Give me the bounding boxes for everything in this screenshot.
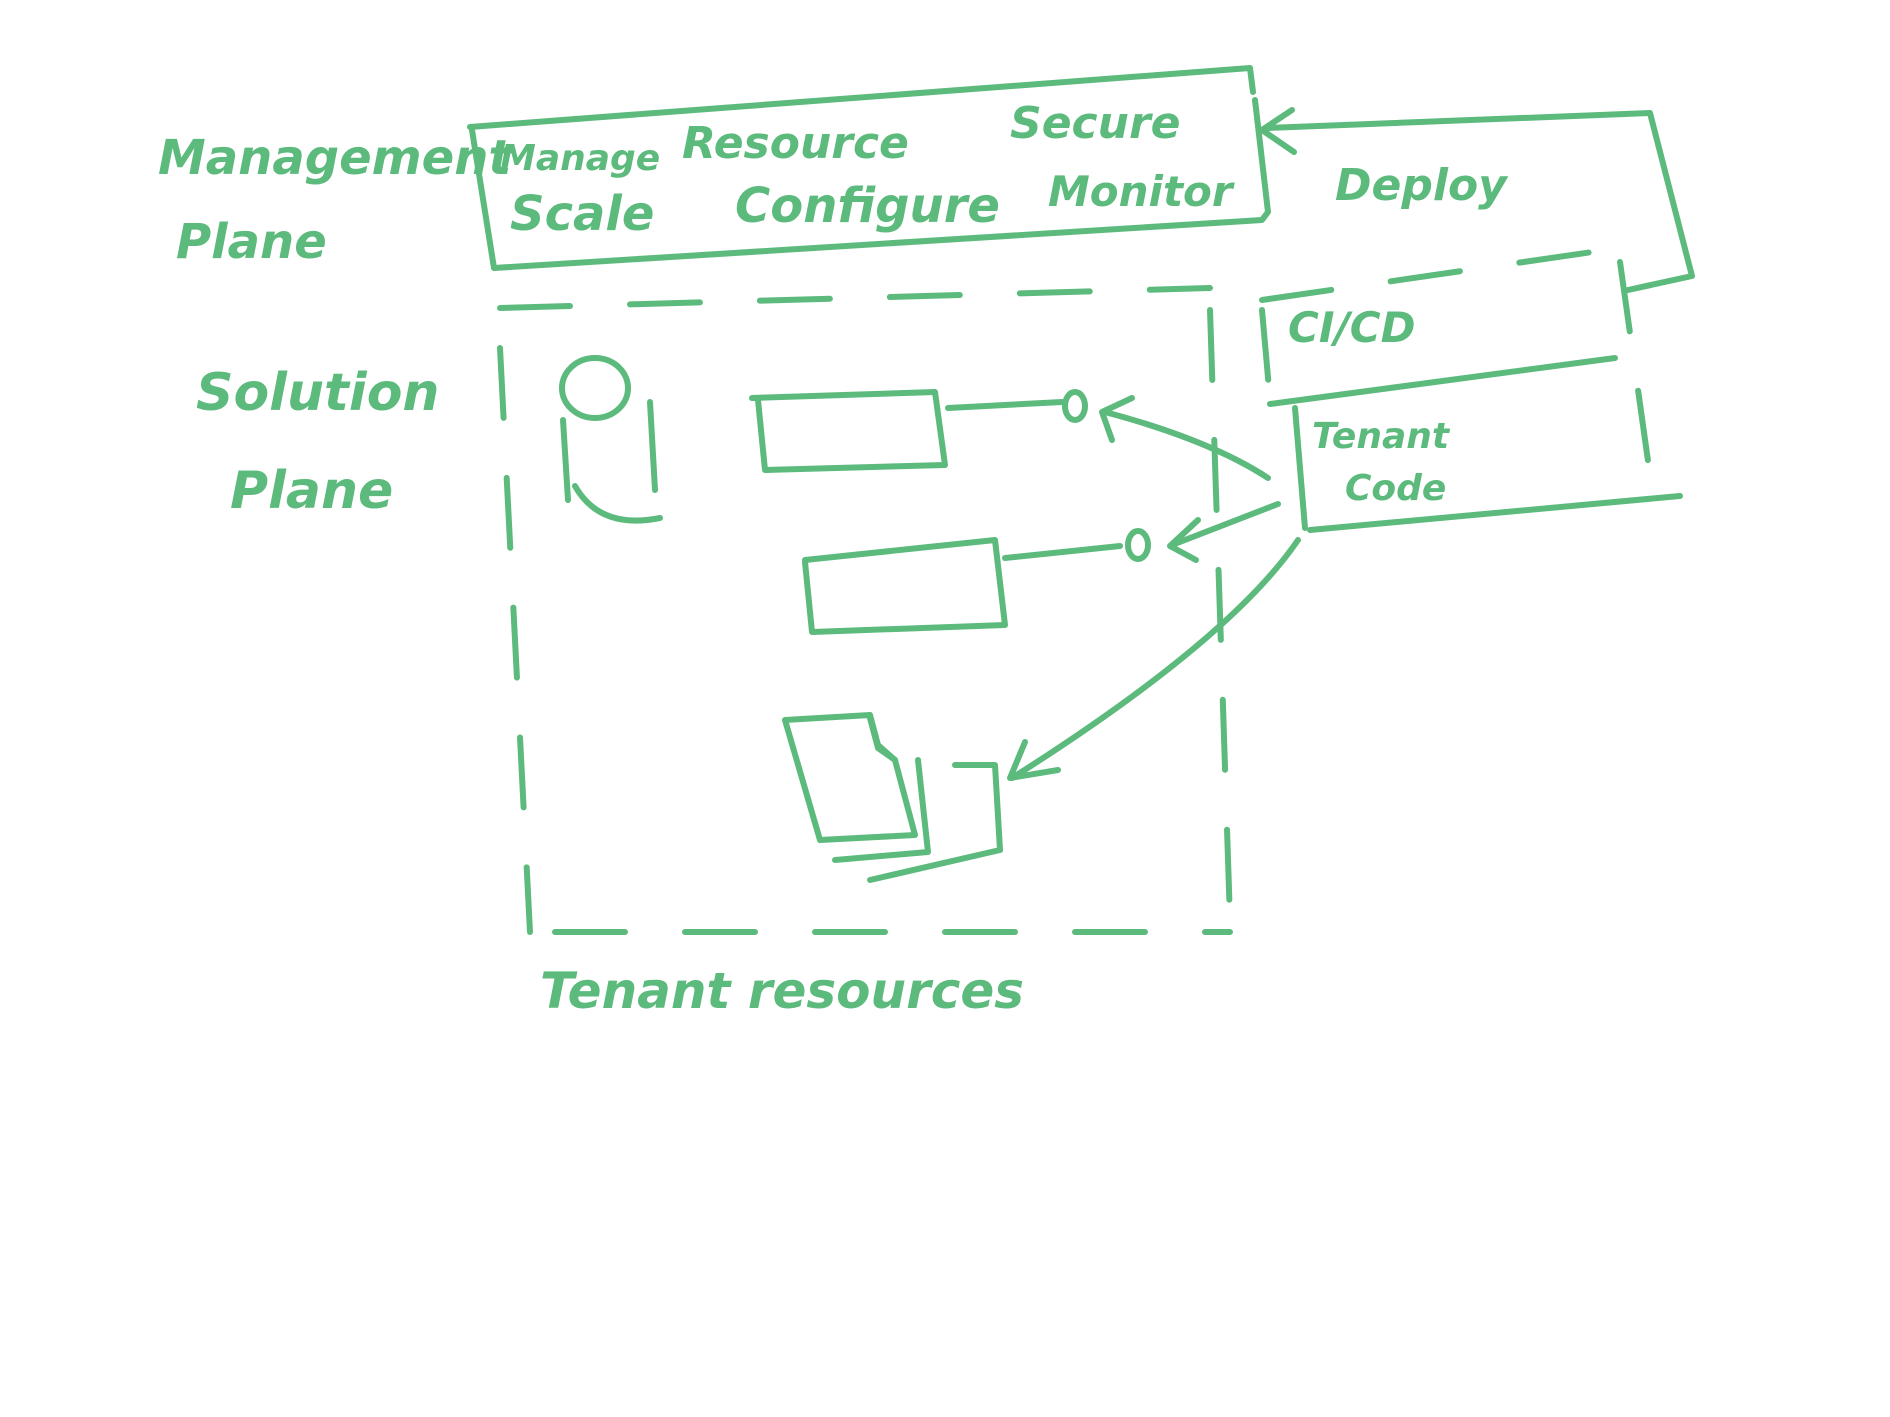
solution-plane-label-line1: Solution [196, 363, 439, 423]
management-plane-box [467, 65, 1271, 271]
management-plane-label-line2: Plane [176, 214, 327, 270]
action-secure: Secure [1010, 98, 1180, 149]
cicd-divider [1267, 355, 1618, 407]
tenant-code-label-line2: Code [1345, 468, 1446, 509]
arrow-to-documents [1009, 537, 1301, 781]
deploy-label: Deploy [1335, 160, 1509, 211]
arrow-to-documents-head [1007, 739, 1061, 781]
deploy-arrow-head [1259, 107, 1297, 155]
service-component-2 [802, 528, 1151, 635]
cicd-dashed-box [1259, 245, 1653, 478]
database-icon [559, 355, 663, 524]
deploy-loop-arrow [1265, 110, 1695, 293]
action-manage: Manage [500, 138, 660, 179]
tenant-resources-boundary [497, 285, 1233, 935]
action-scale: Scale [510, 186, 654, 242]
management-plane-label-line1: Management [158, 130, 513, 186]
cicd-label: CI/CD [1288, 303, 1415, 352]
tenant-resources-label: Tenant resources [540, 962, 1024, 1020]
service-component-1 [749, 389, 1088, 473]
arrow-to-service-2-head [1167, 517, 1201, 563]
tenant-code-bottom [1307, 493, 1683, 533]
tenant-code-left-edge [1292, 405, 1308, 531]
documents-icon [782, 712, 1003, 883]
solution-plane-label-line2: Plane [230, 461, 393, 521]
tenant-code-label-line1: Tenant [1312, 416, 1451, 457]
arrow-to-service-1 [1102, 409, 1271, 481]
arrow-to-service-2 [1169, 501, 1281, 548]
action-resource: Resource [682, 118, 909, 169]
arrow-to-service-1-head [1099, 395, 1135, 443]
action-monitor: Monitor [1048, 167, 1235, 216]
action-configure: Configure [735, 178, 1000, 234]
